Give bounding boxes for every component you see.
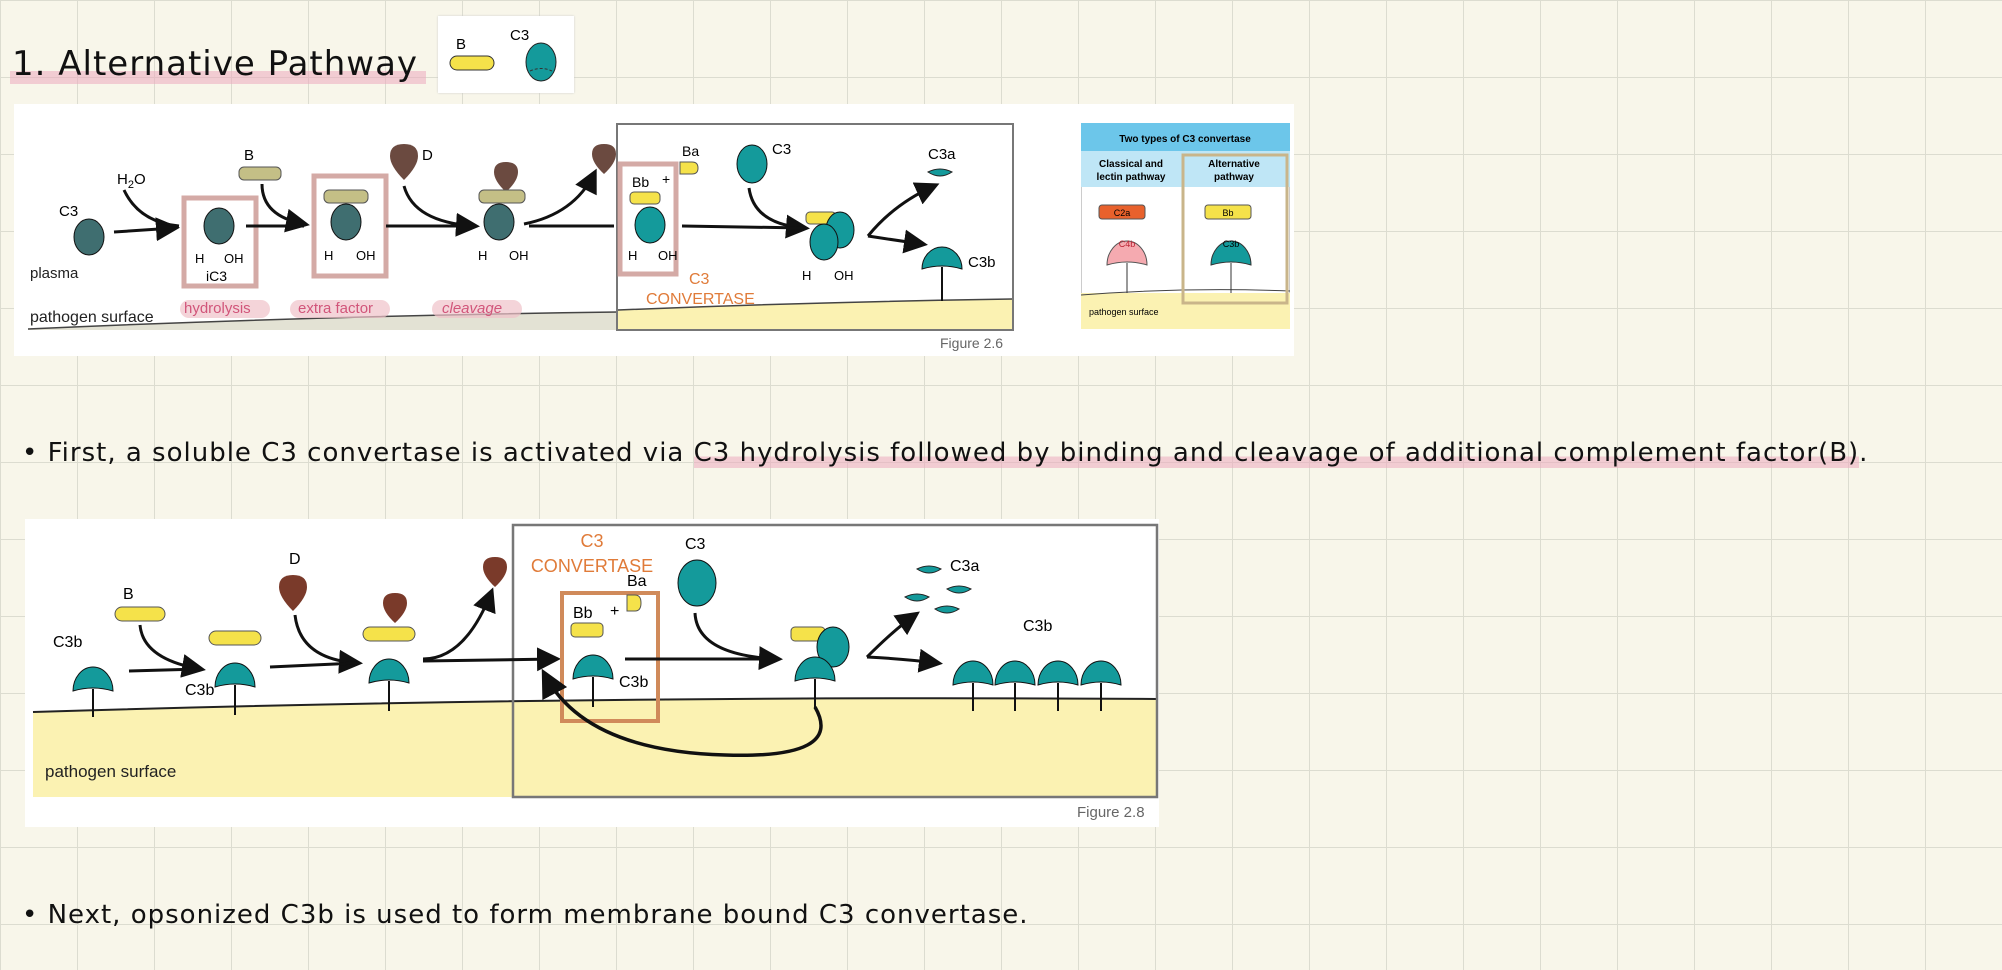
note-1-bullet: • <box>22 438 39 468</box>
inset-svg: Two types of C3 convertase Classical and… <box>1080 122 1291 330</box>
c3a-label: C3a <box>928 146 956 163</box>
c3a-label-28: C3a <box>950 558 979 575</box>
inset-surface-label: pathogen surface <box>1089 307 1159 317</box>
note-1-text-a: First, a soluble C3 convertase is activa… <box>47 438 694 468</box>
hydrolysis-box <box>181 195 259 289</box>
note-1: • First, a soluble C3 convertase is acti… <box>22 438 1868 468</box>
legend-c3-label: C3 <box>510 27 529 44</box>
d-oh: OH <box>509 248 529 263</box>
factor-b-icon <box>449 55 495 71</box>
c3b-h: H <box>802 268 811 283</box>
bb-label-28: Bb <box>573 605 593 622</box>
surface-yellow-28 <box>33 698 1157 797</box>
note-1-highlight: C3 hydrolysis followed by binding and cl… <box>693 438 1860 468</box>
inset-c3b: C3b <box>1223 239 1240 249</box>
ba-label-28: Ba <box>627 573 647 590</box>
c3-thioester-icon <box>529 68 553 72</box>
figure-2-8-caption: Figure 2.8 <box>1077 804 1145 821</box>
c3b-under-label: C3b <box>185 682 214 699</box>
cleavage-label: cleavage <box>442 300 502 317</box>
convertase-box-26 <box>617 161 679 277</box>
b-label-28: B <box>123 586 134 603</box>
inset-col2-line1: Alternative <box>1208 159 1260 170</box>
convertase-c3-label: C3 <box>689 271 710 288</box>
figure-2-8-svg: pathogen surface C3b B C3b D C3 CONVERTA… <box>32 523 1159 821</box>
legend-box: B C3 <box>438 16 574 93</box>
ic3-label: iC3 <box>206 268 227 284</box>
inset-c2a: C2a <box>1114 208 1131 218</box>
inset-c4b: C4b <box>1119 239 1136 249</box>
note-2: • Next, opsonized C3b is used to form me… <box>22 900 1029 930</box>
c3b-oh: OH <box>834 268 854 283</box>
factor-d-icon <box>390 144 418 180</box>
c3-right-label: C3 <box>772 141 791 158</box>
inset-bb: Bb <box>1222 208 1233 218</box>
legend-svg: B C3 <box>449 27 557 82</box>
figure-2-6-caption: Figure 2.6 <box>940 335 1003 351</box>
extra-factor-label: extra factor <box>298 300 373 317</box>
plus-label: + <box>662 171 670 187</box>
pathogen-surface-label-28: pathogen surface <box>45 762 176 781</box>
convertase-c3-label-28: C3 <box>580 531 603 551</box>
b-oh: OH <box>356 248 376 263</box>
c3-molecule <box>73 218 105 256</box>
ba-label: Ba <box>682 143 699 159</box>
convertase-label: CONVERTASE <box>646 291 755 308</box>
c3b-label: C3b <box>968 254 996 271</box>
inset-col1-line2: lectin pathway <box>1097 172 1166 183</box>
inset-title: Two types of C3 convertase <box>1119 134 1251 145</box>
ic3-molecule <box>203 207 235 245</box>
legend-b-label: B <box>456 36 466 53</box>
pathogen-surface-label: pathogen surface <box>30 309 154 326</box>
conv-oh: OH <box>658 248 678 263</box>
figure-2-6-svg: plasma pathogen surface C3 H2O H OH iC3 … <box>27 123 1014 351</box>
plasma-label: plasma <box>30 265 79 282</box>
page-title: 1. Alternative Pathway <box>10 44 427 84</box>
h2o-label: H2O <box>117 171 146 191</box>
d-label-28: D <box>289 551 301 568</box>
conv-h: H <box>628 248 637 263</box>
figure-2-8: pathogen surface C3b B C3b D C3 CONVERTA… <box>25 519 1159 827</box>
c3b-box-label: C3b <box>619 674 648 691</box>
convertase-box-28 <box>560 591 660 723</box>
c3b-right-label: C3b <box>1023 618 1052 635</box>
inset-col2-line2: pathway <box>1214 172 1254 183</box>
b-h: H <box>324 248 333 263</box>
b-label: B <box>244 147 254 164</box>
c3-molecule-icon <box>525 42 557 82</box>
inset-col1-line1: Classical and <box>1099 159 1163 170</box>
note-2-text: Next, opsonized C3b is used to form memb… <box>47 900 1029 930</box>
bb-label: Bb <box>632 174 649 190</box>
plus-label-28: + <box>610 603 619 620</box>
c3b-left-label: C3b <box>53 634 82 651</box>
c3-label-28: C3 <box>685 536 706 553</box>
ic3-oh: OH <box>224 251 244 266</box>
d-label: D <box>422 147 433 164</box>
hydrolysis-label: hydrolysis <box>184 300 251 317</box>
c3-convertase-inset: Two types of C3 convertase Classical and… <box>1080 122 1291 330</box>
convertase-frame <box>616 123 1014 331</box>
ic3-h: H <box>195 251 204 266</box>
note-2-bullet: • <box>22 900 39 930</box>
d-h: H <box>478 248 487 263</box>
note-1-text-c: . <box>1859 438 1869 468</box>
c3-label: C3 <box>59 203 78 220</box>
convertase-label-28: CONVERTASE <box>531 556 653 576</box>
